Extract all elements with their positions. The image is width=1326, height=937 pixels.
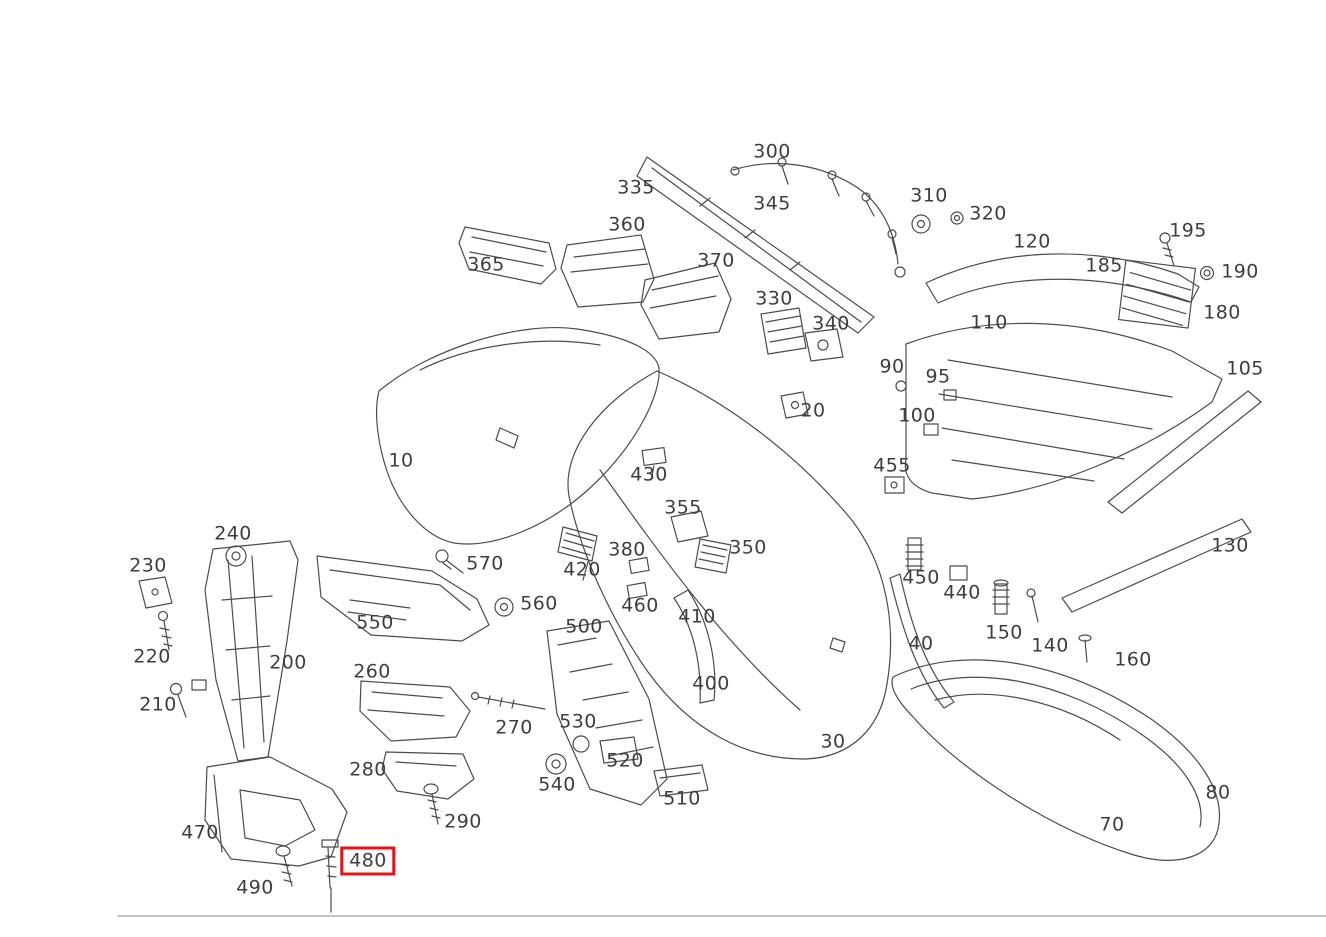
part-label-180[interactable]: 180	[1203, 301, 1241, 324]
part-label-320[interactable]: 320	[969, 202, 1007, 225]
part-label-270[interactable]: 270	[495, 716, 533, 739]
part-label-455[interactable]: 455	[873, 454, 911, 477]
part-label-380[interactable]: 380	[608, 538, 646, 561]
part-label-350[interactable]: 350	[729, 536, 767, 559]
part-label-30[interactable]: 30	[820, 730, 846, 753]
part-label-280[interactable]: 280	[349, 758, 387, 781]
part-label-40[interactable]: 40	[908, 632, 934, 655]
part-label-530[interactable]: 530	[559, 710, 597, 733]
part-label-10[interactable]: 10	[388, 449, 414, 472]
part-label-95[interactable]: 95	[925, 365, 951, 388]
part-label-420[interactable]: 420	[563, 558, 601, 581]
part-label-365[interactable]: 365	[467, 253, 505, 276]
part-label-120[interactable]: 120	[1013, 230, 1051, 253]
part-label-460[interactable]: 460	[621, 594, 659, 617]
part-label-105[interactable]: 105	[1226, 357, 1264, 380]
part-label-450[interactable]: 450	[902, 566, 940, 589]
part-label-300[interactable]: 300	[753, 140, 791, 163]
part-label-160[interactable]: 160	[1114, 648, 1152, 671]
part-label-440[interactable]: 440	[943, 581, 981, 604]
part-label-370[interactable]: 370	[697, 249, 735, 272]
part-label-570[interactable]: 570	[466, 552, 504, 575]
part-label-20[interactable]: 20	[800, 399, 826, 422]
part-label-520[interactable]: 520	[606, 749, 644, 772]
part-label-330[interactable]: 330	[755, 287, 793, 310]
part-label-540[interactable]: 540	[538, 773, 576, 796]
part-label-290[interactable]: 290	[444, 810, 482, 833]
part-label-510[interactable]: 510	[663, 787, 701, 810]
part-label-490[interactable]: 490	[236, 876, 274, 899]
part-label-80[interactable]: 80	[1205, 781, 1231, 804]
part-label-210[interactable]: 210	[139, 693, 177, 716]
part-label-150[interactable]: 150	[985, 621, 1023, 644]
part-label-470[interactable]: 470	[181, 821, 219, 844]
part-label-480[interactable]: 480	[340, 846, 396, 876]
part-label-190[interactable]: 190	[1221, 260, 1259, 283]
part-label-550[interactable]: 550	[356, 611, 394, 634]
part-label-200[interactable]: 200	[269, 651, 307, 674]
part-label-560[interactable]: 560	[520, 592, 558, 615]
part-label-70[interactable]: 70	[1099, 813, 1125, 836]
part-label-360[interactable]: 360	[608, 213, 646, 236]
part-label-340[interactable]: 340	[812, 312, 850, 335]
part-label-260[interactable]: 260	[353, 660, 391, 683]
part-label-110[interactable]: 110	[970, 311, 1008, 334]
part-label-345[interactable]: 345	[753, 192, 791, 215]
part-label-140[interactable]: 140	[1031, 634, 1069, 657]
part-label-500[interactable]: 500	[565, 615, 603, 638]
part-label-130[interactable]: 130	[1211, 534, 1249, 557]
part-label-100[interactable]: 100	[898, 404, 936, 427]
part-label-185[interactable]: 185	[1085, 254, 1123, 277]
part-label-240[interactable]: 240	[214, 522, 252, 545]
part-label-355[interactable]: 355	[664, 496, 702, 519]
part-label-430[interactable]: 430	[630, 463, 668, 486]
part-label-310[interactable]: 310	[910, 184, 948, 207]
part-label-220[interactable]: 220	[133, 645, 171, 668]
part-label-410[interactable]: 410	[678, 605, 716, 628]
part-label-90[interactable]: 90	[879, 355, 905, 378]
part-label-335[interactable]: 335	[617, 176, 655, 199]
part-label-230[interactable]: 230	[129, 554, 167, 577]
part-label-195[interactable]: 195	[1169, 219, 1207, 242]
part-label-400[interactable]: 400	[692, 672, 730, 695]
